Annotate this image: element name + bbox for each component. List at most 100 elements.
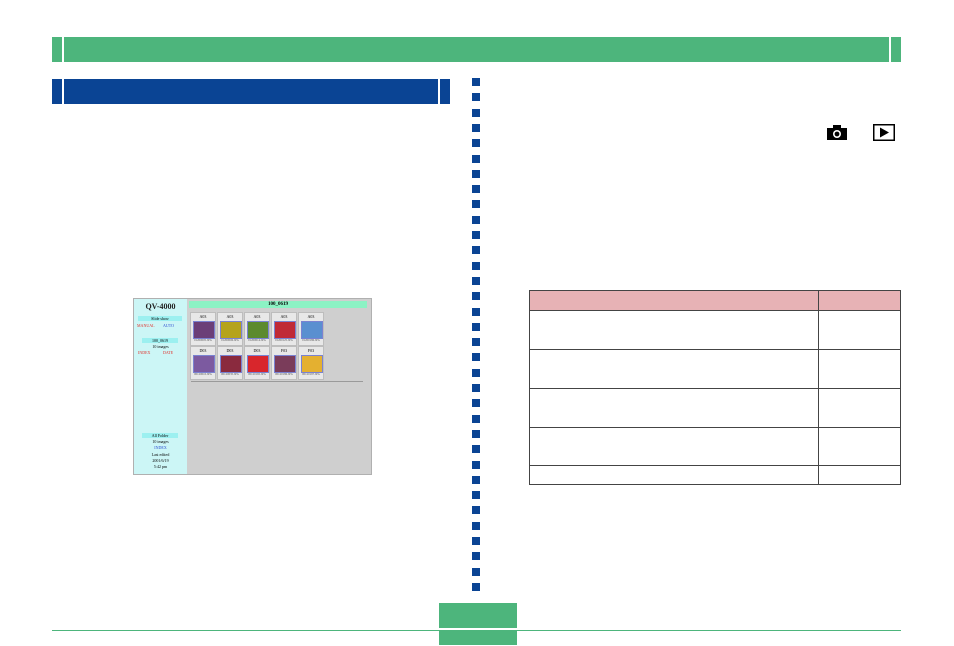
table-row-separator xyxy=(530,427,900,428)
date-link[interactable]: DATE xyxy=(163,350,174,355)
thumbnail-cell[interactable]: A03 01200186.JPG xyxy=(298,312,324,346)
divider-dot xyxy=(472,537,480,545)
divider-dot xyxy=(472,338,480,346)
info-table xyxy=(529,290,901,485)
table-row-separator xyxy=(530,349,818,350)
thumbnail-filename: 01200005.JPG xyxy=(194,338,212,342)
thumbnail-cell[interactable]: D03 00120010.JPG xyxy=(190,346,216,380)
last-edited-date: 2001/6/19 xyxy=(152,458,169,463)
folder-label: 100_0619 xyxy=(142,338,178,343)
thumbnail-label: A03 xyxy=(253,314,261,319)
auto-link[interactable]: AUTO xyxy=(163,323,175,328)
index-link[interactable]: INDEX xyxy=(138,350,151,355)
divider-dot xyxy=(472,506,480,514)
divider-dot xyxy=(472,552,480,560)
divider-dot xyxy=(472,445,480,453)
last-edited-time: 5:42 pm xyxy=(153,464,168,469)
thumbnail-filename: 00120010.JPG xyxy=(194,372,212,376)
divider-dot xyxy=(472,277,480,285)
thumbnail-image[interactable] xyxy=(220,321,242,339)
thumbnail-image[interactable] xyxy=(193,321,215,339)
slide-show-label: Slide show xyxy=(138,316,182,321)
divider-dot xyxy=(472,109,480,117)
thumbnail-cell[interactable]: A03 01200125.JPG xyxy=(271,312,297,346)
screenshot-title: QV-4000 xyxy=(145,302,176,311)
section-bar-mark-left xyxy=(62,79,64,104)
thumbnail-cell[interactable]: A03 01200014.JPG xyxy=(244,312,270,346)
divider-dot xyxy=(472,200,480,208)
divider-dot xyxy=(472,231,480,239)
divider-dot xyxy=(472,522,480,530)
column-divider xyxy=(472,78,480,592)
last-edited-label: Last edited xyxy=(151,452,170,457)
thumbnail-cell[interactable]: A03 01200006.JPG xyxy=(217,312,243,346)
thumbnail-filename: 01200186.JPG xyxy=(302,338,320,342)
thumbnail-image[interactable] xyxy=(193,355,215,373)
chapter-header-bar xyxy=(52,37,901,62)
divider-dot xyxy=(472,491,480,499)
thumbnail-cell[interactable]: F03 00120186.JPG xyxy=(271,346,297,380)
divider-dot xyxy=(472,369,480,377)
thumbnail-image[interactable] xyxy=(274,355,296,373)
page-number-box xyxy=(439,603,517,645)
divider-dot xyxy=(472,170,480,178)
thumbnail-label: A03 xyxy=(280,314,288,319)
thumbnail-filename: 01200014.JPG xyxy=(248,338,266,342)
thumbnail-label: D03 xyxy=(226,348,234,353)
divider-dot xyxy=(472,185,480,193)
thumbnail-image[interactable] xyxy=(247,355,269,373)
thumbnail-filename: 00120186.JPG xyxy=(275,372,293,376)
thumbnail-image[interactable] xyxy=(220,355,242,373)
divider-dot xyxy=(472,384,480,392)
thumbnail-label: F03 xyxy=(307,348,315,353)
main-folder-title: 100_0619 xyxy=(189,301,367,308)
divider-dot xyxy=(472,353,480,361)
thumbnail-label: D03 xyxy=(199,348,207,353)
thumbnail-image[interactable] xyxy=(301,355,323,373)
camera-icon xyxy=(827,125,847,140)
browser-screenshot: QV-4000 Slide show MANUAL AUTO 100_0619 … xyxy=(133,298,372,475)
divider-dot xyxy=(472,93,480,101)
divider-dot xyxy=(472,399,480,407)
table-row-separator-right xyxy=(819,349,900,350)
divider-dot xyxy=(472,430,480,438)
all-index-link[interactable]: INDEX xyxy=(154,445,167,450)
manual-link[interactable]: MANUAL xyxy=(137,323,155,328)
thumbnail-label: F03 xyxy=(280,348,288,353)
header-bar-mark-right xyxy=(889,37,891,62)
thumbnail-label: A03 xyxy=(226,314,234,319)
divider-dot xyxy=(472,415,480,423)
divider-dot xyxy=(472,262,480,270)
divider-dot xyxy=(472,78,480,86)
all-folder-label: All Folder xyxy=(142,433,178,438)
thumbnail-image[interactable] xyxy=(247,321,269,339)
table-row-separator xyxy=(530,388,900,389)
section-title-bar xyxy=(52,79,450,104)
thumbnail-cell[interactable]: F03 00120197.JPG xyxy=(298,346,324,380)
divider-dot xyxy=(472,308,480,316)
page-box-separator xyxy=(439,628,517,630)
divider-dot xyxy=(472,461,480,469)
divider-dot xyxy=(472,583,480,591)
divider-dot xyxy=(472,323,480,331)
play-icon xyxy=(873,124,895,141)
screenshot-sidebar: QV-4000 Slide show MANUAL AUTO 100_0619 … xyxy=(134,299,187,474)
thumbnail-image[interactable] xyxy=(301,321,323,339)
thumbnail-label: A03 xyxy=(307,314,315,319)
all-folder-count: 10 images xyxy=(152,439,169,444)
thumbnail-filename: 01200006.JPG xyxy=(221,338,239,342)
thumbnail-filename: 01200125.JPG xyxy=(275,338,293,342)
thumbnail-filename: 00120165.JPG xyxy=(248,372,266,376)
header-bar-mark-left xyxy=(62,37,64,62)
divider-dot xyxy=(472,216,480,224)
divider-dot xyxy=(472,155,480,163)
thumbnail-image[interactable] xyxy=(274,321,296,339)
divider-dot xyxy=(472,124,480,132)
table-row-separator xyxy=(530,465,900,466)
thumbnail-filename: 00120197.JPG xyxy=(302,372,320,376)
divider-dot xyxy=(472,476,480,484)
